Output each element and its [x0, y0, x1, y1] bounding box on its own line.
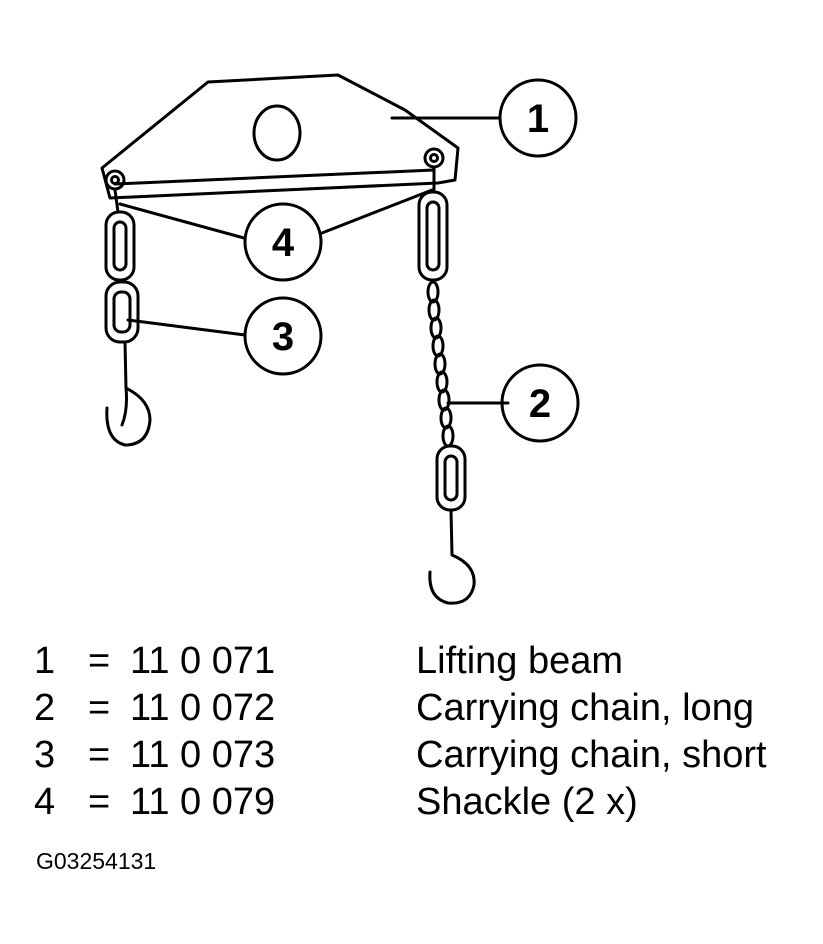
- legend-part-number: 11 0 079: [130, 781, 276, 823]
- leader-line-4c: [320, 188, 434, 235]
- legend-equals: =: [88, 640, 111, 682]
- legend-description: Carrying chain, long: [416, 687, 754, 729]
- figure-id: G03254131: [36, 848, 157, 874]
- callout-number-3: 3: [272, 315, 294, 359]
- callout-circle-1: [498, 78, 578, 158]
- long-chain: [417, 165, 476, 605]
- legend-description: Lifting beam: [416, 640, 624, 682]
- legend-item-number: 2: [34, 687, 56, 729]
- callout-circle-4: [243, 202, 323, 282]
- legend-item-number: 1: [34, 640, 56, 682]
- legend-part-number: 11 0 071: [130, 640, 276, 682]
- leader-line-3: [126, 318, 247, 337]
- leader-line-4b: [118, 202, 246, 240]
- callout-circle-3: [243, 296, 323, 376]
- legend-equals: =: [88, 734, 111, 776]
- lifting-beam-plate: [100, 73, 460, 200]
- callout-number-2: 2: [529, 382, 551, 426]
- short-chain: [104, 188, 152, 447]
- legend-description: Carrying chain, short: [416, 734, 767, 776]
- legend-part-number: 11 0 073: [130, 734, 276, 776]
- leader-line-4a: [113, 168, 436, 186]
- legend-description: Shackle (2 x): [416, 781, 638, 823]
- legend-part-number: 11 0 072: [130, 687, 276, 729]
- shackle-eye-right: [423, 147, 445, 169]
- legend-equals: =: [88, 781, 111, 823]
- callout-number-1: 1: [527, 97, 549, 141]
- legend-item-number: 4: [34, 781, 56, 823]
- callout-circle-2: [500, 363, 580, 443]
- legend-equals: =: [88, 687, 111, 729]
- legend-item-number: 3: [34, 734, 56, 776]
- callout-number-4: 4: [272, 221, 295, 265]
- lifting-tool-illustration: 1 4 3 2: [100, 73, 580, 605]
- shackle-eye-left: [104, 169, 126, 191]
- lifting-beam-hole: [252, 104, 302, 162]
